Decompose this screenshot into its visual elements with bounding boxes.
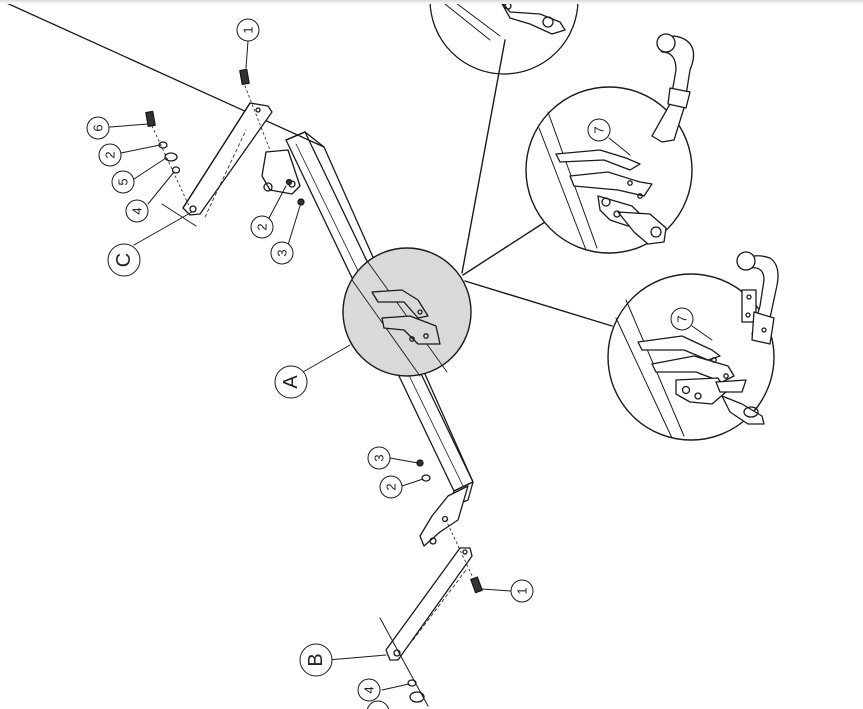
- magnified-bracket-area: [342, 247, 472, 377]
- detail-connector-lines: [461, 39, 613, 327]
- leader-lines: [109, 40, 713, 691]
- callout-7-lower-detail: 7: [675, 315, 690, 322]
- callout-4-low: 4: [362, 686, 377, 693]
- detail-view-lower-right: [607, 251, 779, 441]
- callout-2-left: 2: [103, 151, 118, 158]
- callout-5: 5: [116, 178, 131, 185]
- left-fasteners: [145, 68, 305, 209]
- part-label-a: A: [280, 375, 302, 389]
- callout-2-mid: 2: [255, 223, 270, 230]
- callout-1-top: 1: [241, 26, 256, 33]
- callout-3-mid: 3: [275, 249, 290, 256]
- detail-view-top: [429, 0, 579, 75]
- callout-labels: 1 6 2 5 4 2 3 3 2 1 4 7 7 C A B: [91, 26, 690, 693]
- detail-view-upper-right: [525, 33, 695, 254]
- callout-2-low: 2: [384, 483, 399, 490]
- callout-7-upper-detail: 7: [592, 126, 607, 133]
- callout-3-low: 3: [372, 454, 387, 461]
- end-plate-b: [379, 547, 473, 707]
- lower-fasteners: [407, 459, 483, 703]
- callout-4-left: 4: [130, 207, 145, 214]
- part-label-c: C: [113, 253, 135, 267]
- top-edge-shadow: [0, 0, 863, 4]
- part-label-b: B: [305, 653, 327, 666]
- callout-1-low: 1: [515, 587, 530, 594]
- callout-circles: [86, 18, 694, 709]
- end-plate-c: [161, 102, 273, 227]
- lower-beam-bracket: [419, 485, 469, 547]
- callout-6: 6: [91, 124, 106, 131]
